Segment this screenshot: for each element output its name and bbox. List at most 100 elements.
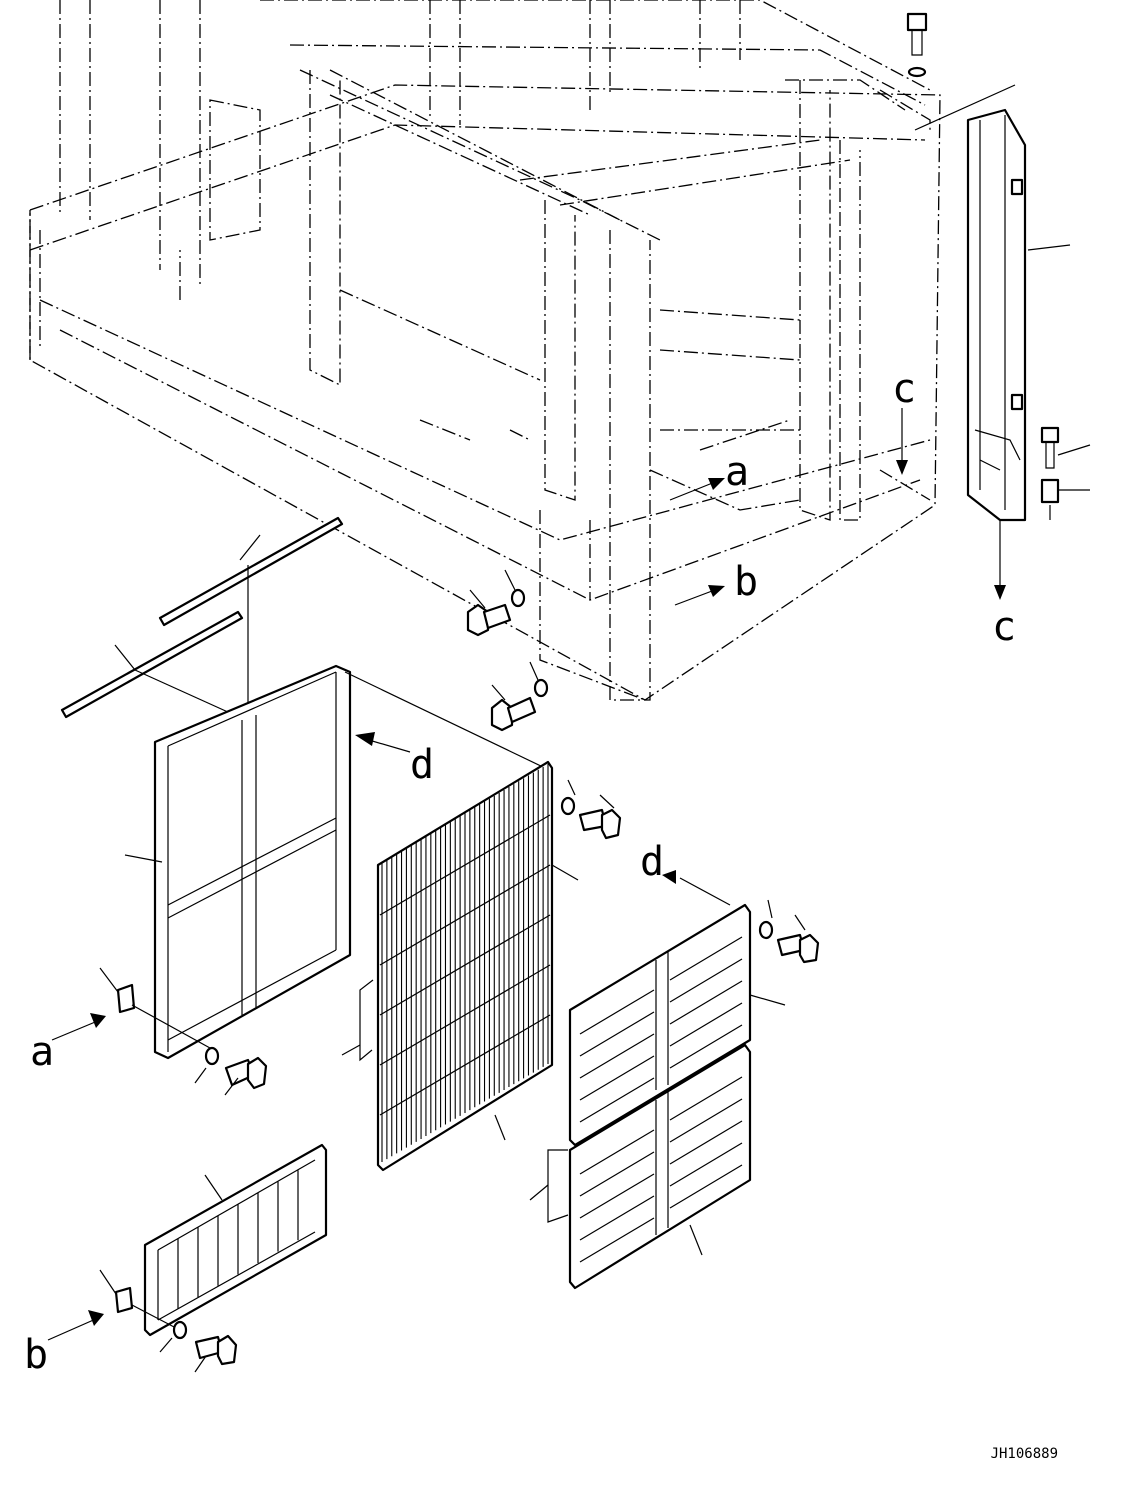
leader-line <box>159 1337 173 1353</box>
callout-d-top: d <box>410 742 434 788</box>
post-bolt-part <box>1040 426 1060 469</box>
hatch-line <box>379 864 551 966</box>
leader-line <box>99 967 119 993</box>
frame-bolt-2 <box>490 678 549 732</box>
hatch-line <box>579 989 655 1035</box>
leader-line <box>194 1355 207 1373</box>
hatch-line <box>669 1164 743 1209</box>
top-bolt-part <box>906 12 928 78</box>
leader-line <box>194 1067 207 1084</box>
hatch-line <box>379 914 551 1016</box>
leader-line <box>239 534 261 561</box>
hatch-line <box>669 1024 743 1069</box>
arrow-head <box>90 1013 106 1028</box>
hatch-line <box>379 814 551 916</box>
hatch-line <box>579 1011 655 1057</box>
seal-strip-lower <box>60 610 244 719</box>
leader-line <box>504 569 516 591</box>
leader-line <box>529 1184 549 1201</box>
leader-line <box>469 589 486 609</box>
hatch-line <box>579 1173 655 1219</box>
clip-part-a <box>116 983 136 1014</box>
leader-line <box>914 84 1016 131</box>
leader-line <box>547 1149 569 1223</box>
leader-line <box>567 779 576 796</box>
arrow-b-left <box>47 1317 99 1341</box>
leader-line <box>359 979 374 1062</box>
leader-line <box>99 1269 117 1295</box>
callout-a-top: a <box>725 449 749 495</box>
hatch-line <box>579 1217 655 1263</box>
hatch-line <box>669 958 743 1003</box>
panel-bolt-left <box>224 1056 268 1090</box>
leader-line <box>529 661 539 681</box>
drawing-code: JH106889 <box>991 1446 1058 1462</box>
washer-part <box>560 796 576 816</box>
leader-line <box>491 684 506 701</box>
arrow-d-right <box>679 877 731 906</box>
leader-line <box>1027 244 1071 251</box>
clip-part-b <box>114 1286 134 1314</box>
hatch-line <box>579 1151 655 1197</box>
callout-b-left: b <box>24 1332 48 1378</box>
arrow-head <box>708 585 725 597</box>
lower-louver-panel <box>143 1143 328 1337</box>
hatch-line <box>669 1076 743 1121</box>
leader-line <box>794 914 806 931</box>
hatch-line <box>669 1098 743 1143</box>
washer-part <box>758 920 774 940</box>
leader-line <box>494 1114 506 1141</box>
frame-bolt-1 <box>466 588 526 637</box>
hatch-line <box>579 1033 655 1079</box>
leader-line <box>131 1304 177 1329</box>
arrow-head <box>355 732 375 746</box>
callout-c-bottom: c <box>992 604 1016 650</box>
washer-part <box>172 1320 188 1340</box>
hatch-line <box>579 1055 655 1101</box>
leader-line <box>599 794 615 809</box>
arrow-head <box>994 585 1006 600</box>
vertical-post-part <box>966 108 1027 522</box>
leader-line <box>114 644 136 671</box>
leader-line <box>689 1224 703 1256</box>
hatch-line <box>669 1142 743 1187</box>
hatch-line <box>669 1120 743 1165</box>
leader-line <box>749 994 786 1006</box>
radiator-grille-part <box>376 760 554 1172</box>
hatch-line <box>669 936 743 981</box>
outer-frame-panel <box>153 664 352 1060</box>
callout-d-right: d <box>640 839 664 885</box>
callout-b-top: b <box>734 559 758 605</box>
hatch-line <box>669 1002 743 1047</box>
leader-line <box>767 899 773 919</box>
leader-line <box>551 864 579 881</box>
seal-strip-upper <box>158 516 344 627</box>
hatch-line <box>379 964 551 1066</box>
leader-line <box>124 854 163 863</box>
grille-bolt <box>578 808 622 840</box>
leader-line <box>204 1174 223 1201</box>
leader-line <box>131 1004 211 1049</box>
leader-line <box>224 1077 239 1096</box>
callout-c-top: c <box>892 366 916 412</box>
washer-part <box>204 1046 220 1066</box>
leader-line <box>1057 444 1091 456</box>
leader-line <box>341 1044 361 1056</box>
callout-a-left: a <box>30 1029 54 1075</box>
arrow-a-left <box>51 1019 101 1041</box>
hatch-line <box>579 1129 655 1175</box>
spacer-part <box>1040 478 1060 504</box>
louver-bolt <box>776 933 820 964</box>
hatch-line <box>579 1195 655 1241</box>
arrow-head <box>708 478 725 490</box>
machine-frame-phantom <box>29 0 941 701</box>
hatch-line <box>579 1077 655 1123</box>
hatch-line <box>669 980 743 1025</box>
arrow-head <box>896 460 908 475</box>
arrow-head <box>662 870 676 884</box>
louver-panel-assembly <box>568 903 752 1290</box>
leader-line <box>344 671 546 769</box>
arrow-head <box>88 1310 104 1326</box>
hatch-line <box>379 1014 551 1116</box>
